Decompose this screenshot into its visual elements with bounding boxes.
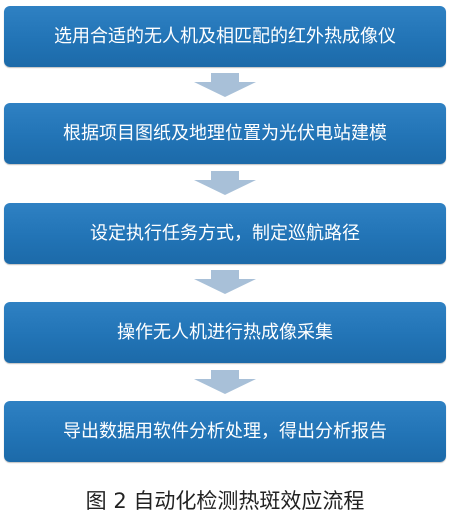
step-4-box: 操作无人机进行热成像采集 — [4, 302, 446, 363]
step-3-box: 设定执行任务方式，制定巡航路径 — [4, 203, 446, 264]
down-arrow-2-icon — [194, 171, 256, 195]
down-arrow-4-icon — [194, 370, 256, 394]
down-arrow-1-icon — [194, 73, 256, 97]
figure-caption: 图 2 自动化检测热斑效应流程 — [85, 489, 365, 513]
step-2-box: 根据项目图纸及地理位置为光伏电站建模 — [4, 103, 446, 164]
step-1-label: 选用合适的无人机及相匹配的红外热成像仪 — [54, 25, 396, 47]
step-3-label: 设定执行任务方式，制定巡航路径 — [90, 222, 360, 244]
step-1-box: 选用合适的无人机及相匹配的红外热成像仪 — [4, 6, 446, 67]
step-5-label: 导出数据用软件分析处理，得出分析报告 — [63, 420, 387, 442]
down-arrow-3-icon — [194, 270, 256, 294]
step-5-box: 导出数据用软件分析处理，得出分析报告 — [4, 401, 446, 462]
step-4-label: 操作无人机进行热成像采集 — [117, 321, 333, 343]
step-2-label: 根据项目图纸及地理位置为光伏电站建模 — [63, 122, 387, 144]
